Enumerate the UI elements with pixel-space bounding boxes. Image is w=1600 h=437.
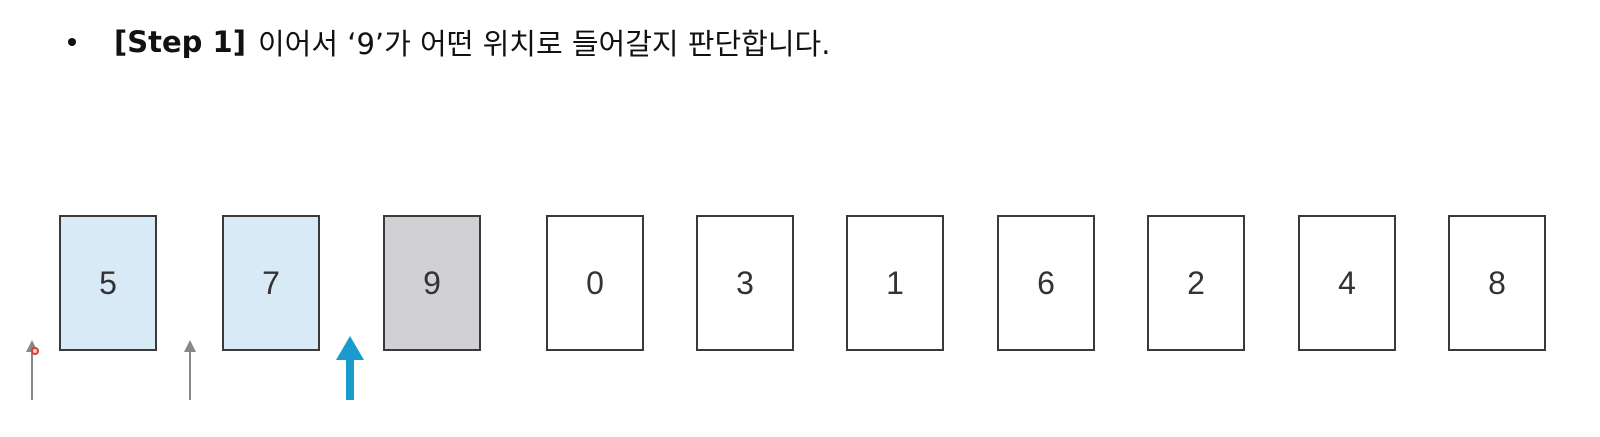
card-0: 0	[546, 215, 644, 351]
step-label: [Step 1]	[114, 25, 246, 59]
card-4: 4	[1298, 215, 1396, 351]
card-9: 9	[383, 215, 481, 351]
card-8: 8	[1448, 215, 1546, 351]
card-7: 7	[222, 215, 320, 351]
heading-text: 이어서 ‘9’가 어떤 위치로 들어갈지 판단합니다.	[257, 27, 831, 61]
bullet-line: [Step 1] 이어서 ‘9’가 어떤 위치로 들어갈지 판단합니다.	[60, 20, 830, 64]
card-5: 5	[59, 215, 157, 351]
card-2: 2	[1147, 215, 1245, 351]
bullet-dot	[68, 38, 76, 46]
cursor-dot	[31, 347, 39, 355]
gap-arrow-1-icon	[184, 340, 196, 400]
insert-position-arrow-icon	[336, 336, 364, 400]
card-6: 6	[997, 215, 1095, 351]
card-1: 1	[846, 215, 944, 351]
card-3: 3	[696, 215, 794, 351]
